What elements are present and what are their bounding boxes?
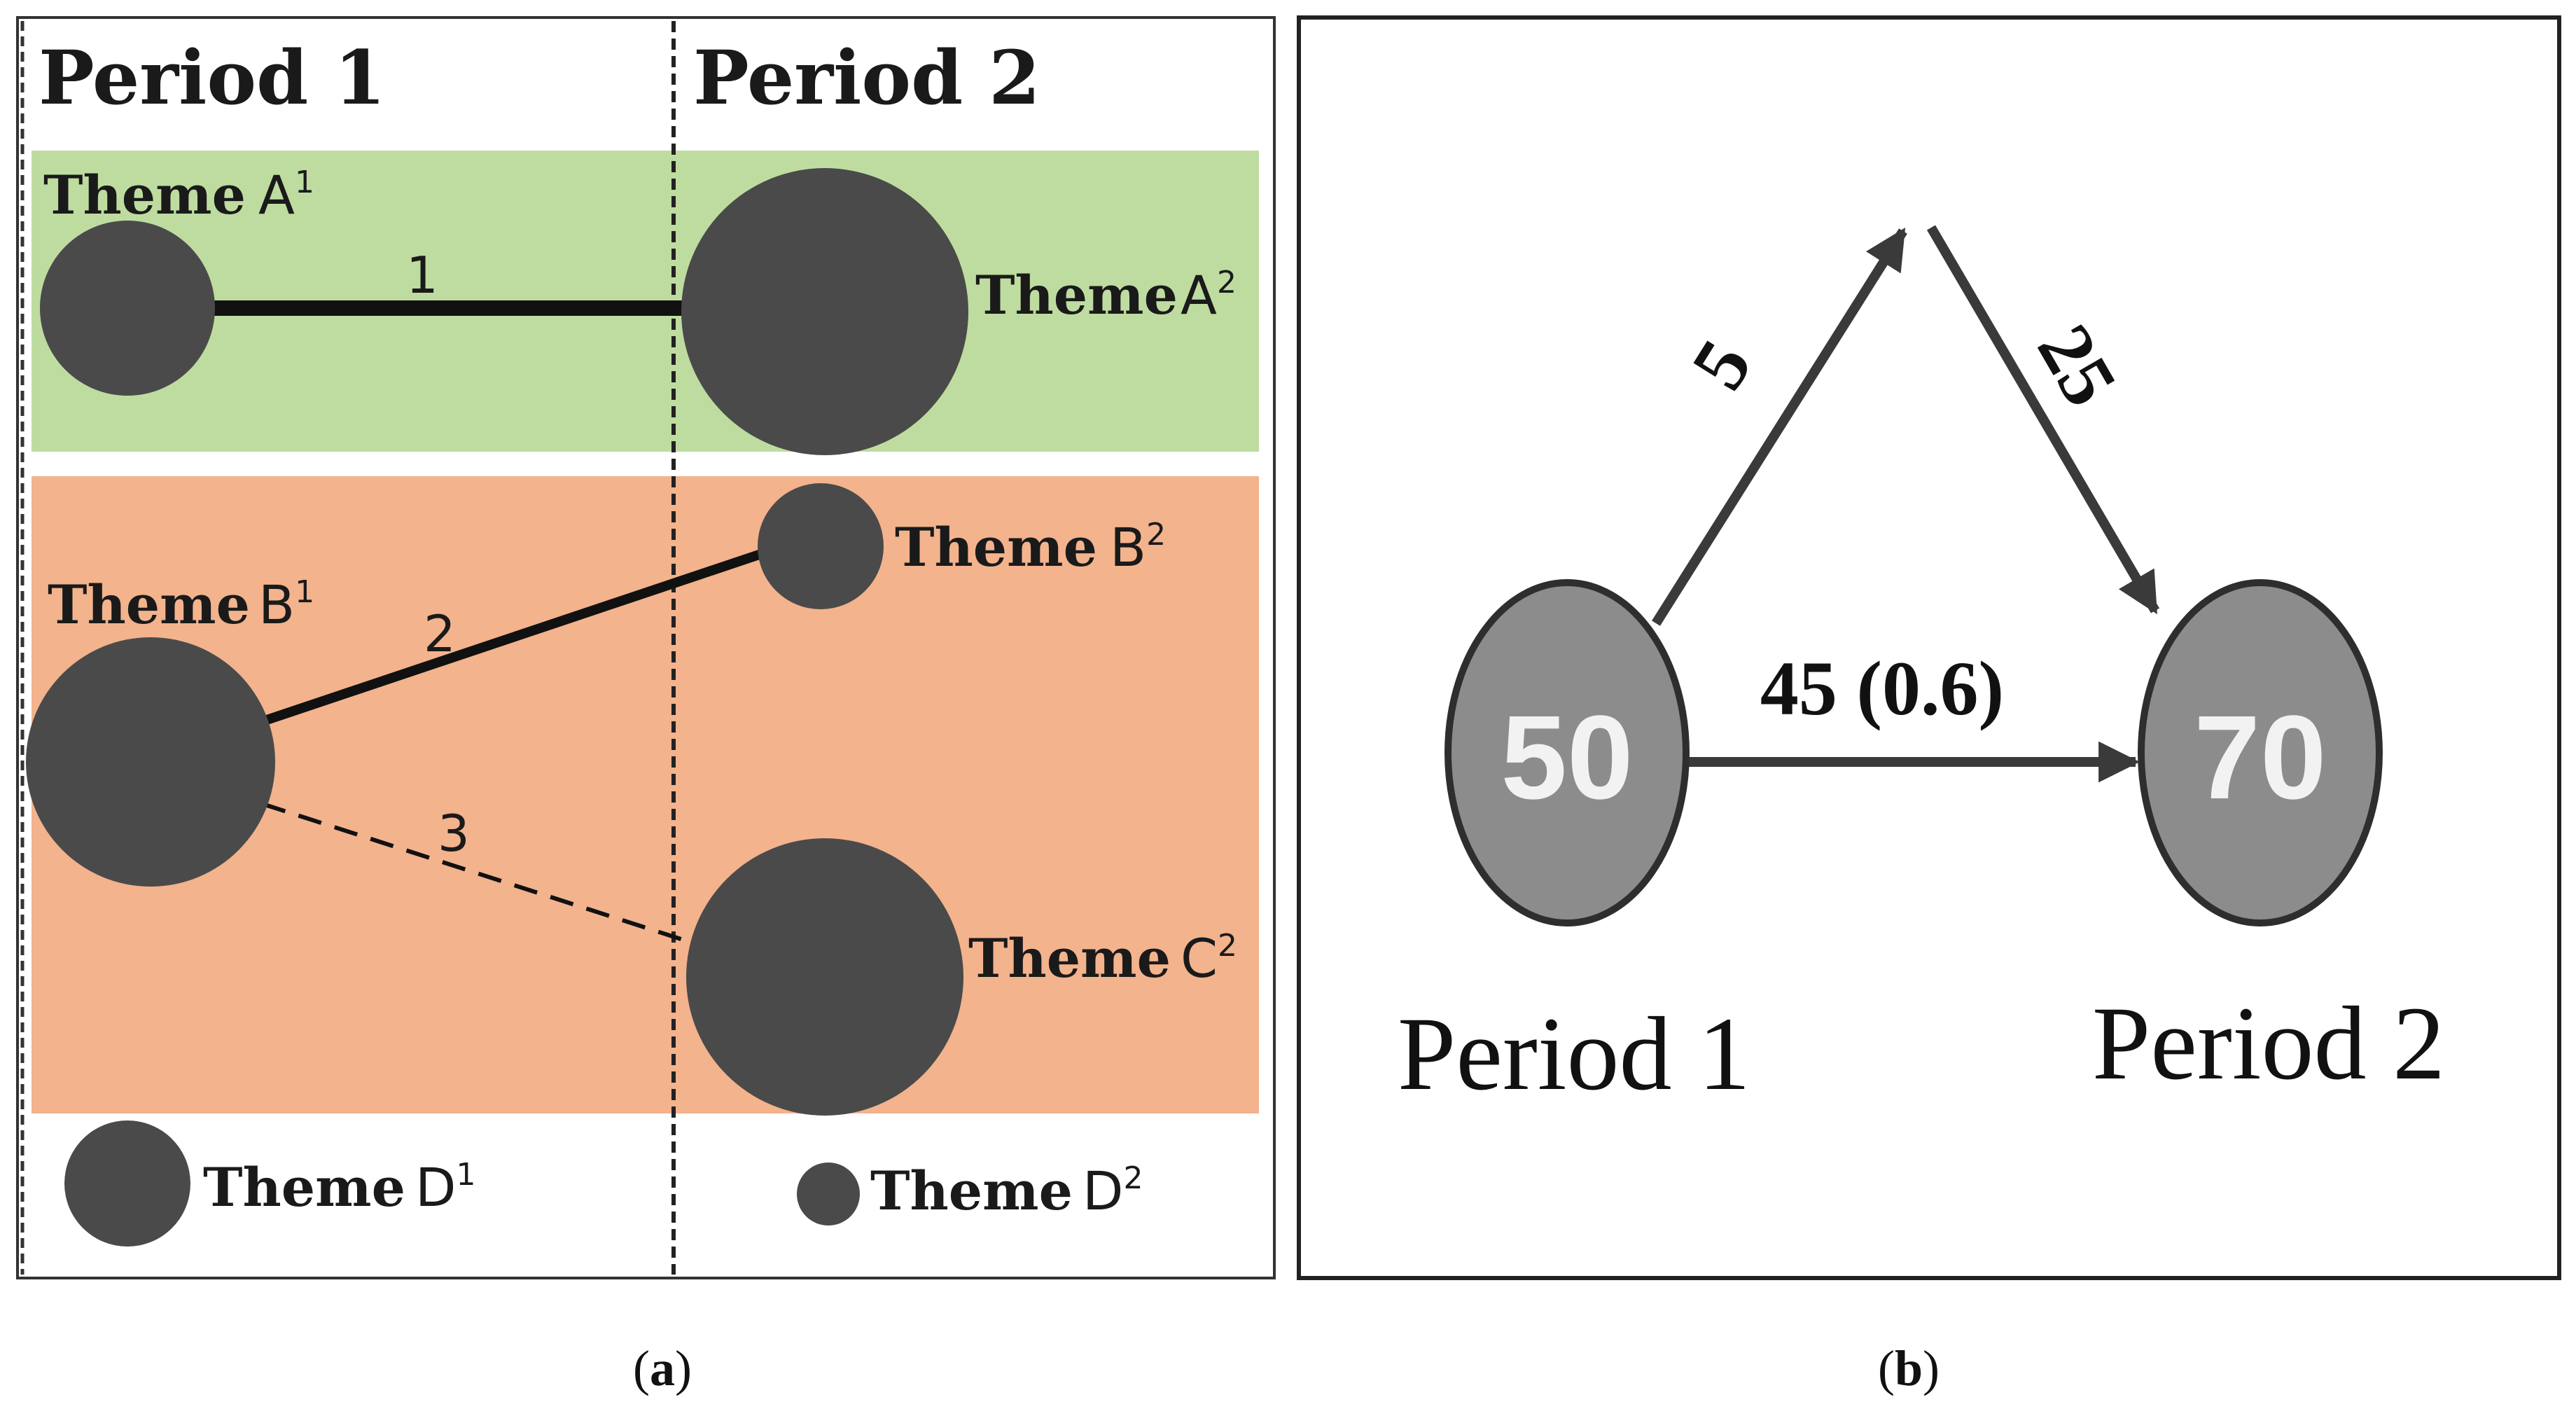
node-period1-value: 50 (1501, 691, 1633, 824)
node-theme-d2 (797, 1162, 860, 1226)
node-theme-a1 (40, 221, 215, 396)
node-theme-d1 (64, 1120, 190, 1247)
node-period2 (2138, 579, 2383, 926)
period2-title: Period 2 (693, 34, 1040, 121)
node-theme-c2 (686, 838, 963, 1116)
period2-label: Period 2 (2092, 985, 2445, 1102)
node-theme-b2 (758, 483, 884, 609)
label-theme-a2: ThemeA2 (975, 264, 1237, 326)
flow-direct-label: 45 (0.6) (1760, 646, 2004, 731)
node-period2-value: 70 (2194, 691, 2326, 824)
node-theme-a2 (681, 168, 968, 455)
edge-2-label: 2 (424, 604, 456, 663)
panel-b: 50 70 5 25 45 (0.6) Period 1 Period 2 (1297, 15, 2561, 1280)
caption-b: (b) (1878, 1340, 1940, 1396)
arrow-inflow (1652, 228, 1907, 626)
arrow-outflow (1926, 225, 2160, 615)
edge-3-label: 3 (438, 804, 470, 863)
node-theme-b1 (26, 637, 275, 887)
caption-a: (a) (633, 1340, 692, 1396)
edge-2-line (260, 548, 765, 726)
period1-title: Period 1 (39, 34, 386, 121)
node-period1 (1444, 579, 1690, 926)
edge-1-label: 1 (406, 246, 438, 305)
period1-label: Period 1 (1398, 996, 1750, 1112)
